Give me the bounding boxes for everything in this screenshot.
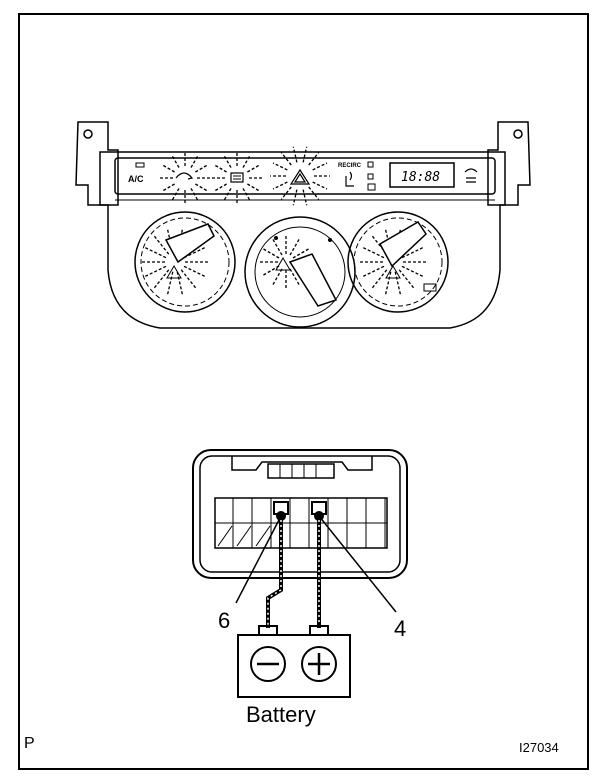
rear-defogger-icon <box>230 172 244 183</box>
right-screw-hole <box>513 129 523 139</box>
connector <box>192 449 408 579</box>
connector-outer-shell <box>192 449 408 579</box>
connector-inner-shell <box>199 455 401 573</box>
corner-letter: P <box>24 735 35 752</box>
latch-tab <box>267 463 335 479</box>
recirc-label: RECIRC <box>338 163 362 169</box>
mode-indicators <box>367 161 376 191</box>
battery-label: Battery <box>246 702 316 727</box>
clock-display-frame <box>389 162 455 188</box>
knobs <box>134 211 449 328</box>
cavity-hatch <box>255 525 271 547</box>
defogger-button-rays <box>211 152 263 204</box>
left-mounting-ear <box>75 121 119 206</box>
recirc-button-rays <box>159 152 211 204</box>
temperature-knob-left <box>134 211 236 313</box>
lit-buttons <box>141 146 427 296</box>
leader-line-4 <box>318 515 397 613</box>
hazard-icon <box>289 168 311 185</box>
seat-heater-icon <box>345 171 354 187</box>
clock-display: 18:88 <box>401 170 440 185</box>
ac-indicator <box>135 162 145 168</box>
leader-line-6 <box>235 515 282 604</box>
positive-terminal-symbol <box>301 646 337 682</box>
terminal-6 <box>273 501 289 521</box>
cavity-hatch <box>217 525 233 547</box>
mode-knob-center <box>244 216 356 328</box>
terminal-label-6: 6 <box>218 608 230 633</box>
right-mounting-ear <box>487 121 531 206</box>
negative-terminal-symbol <box>250 646 286 682</box>
hazard-button-rays <box>270 146 330 206</box>
terminal-label-4: 4 <box>394 616 406 641</box>
terminal-cavities <box>217 498 386 548</box>
front-defroster-icon <box>464 168 478 183</box>
ac-label: A/C <box>128 174 144 184</box>
panel-housing <box>99 151 506 329</box>
cavity-hatch <box>236 525 252 547</box>
figure-id: I27034 <box>519 740 559 755</box>
temperature-knob-right <box>347 211 449 313</box>
climate-control-panel <box>75 121 531 329</box>
battery <box>237 625 351 698</box>
connector-latch <box>231 456 373 471</box>
left-screw-hole <box>83 129 93 139</box>
recirculation-icon <box>175 172 194 180</box>
figure-frame <box>18 13 589 770</box>
button-strip <box>114 157 496 195</box>
battery-body <box>237 634 351 698</box>
